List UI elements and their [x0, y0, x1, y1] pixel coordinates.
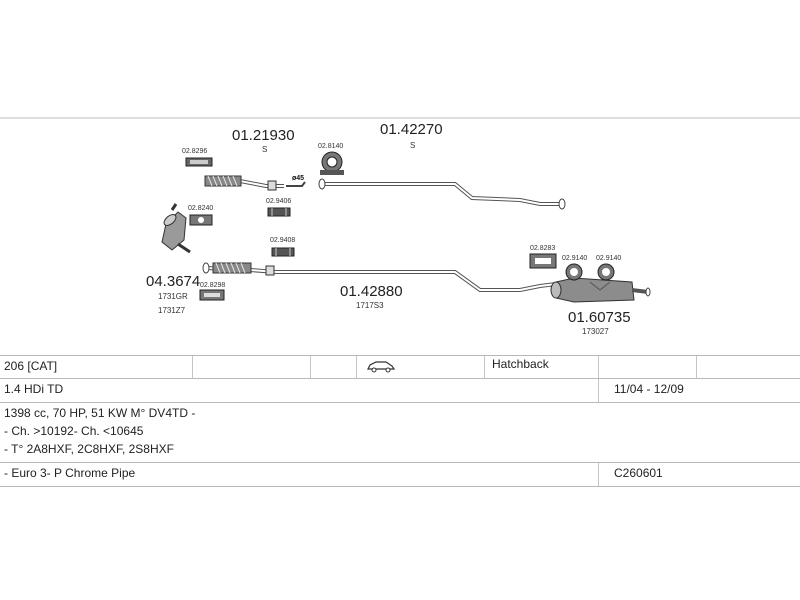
part-number[interactable]: 04.3674	[146, 273, 200, 290]
table-column-divider	[696, 356, 697, 378]
table-column-divider	[192, 356, 193, 378]
fitting-bolt-icon[interactable]	[271, 247, 295, 257]
diameter-label: ø45	[292, 175, 304, 182]
table-divider	[0, 378, 800, 379]
part-sub-label: S	[262, 145, 267, 154]
fitting-number: 02.8298	[200, 282, 225, 289]
fitting-number: 02.8240	[188, 205, 213, 212]
fitting-gasket-icon[interactable]	[189, 214, 213, 226]
front-pipe-lower[interactable]	[202, 262, 557, 292]
fitting-clamp-icon[interactable]	[199, 289, 225, 301]
fitting-number: 02.9408	[270, 237, 295, 244]
table-divider	[0, 402, 800, 403]
part-sub-label: 1731Z7	[158, 306, 186, 315]
fitting-number: 02.9406	[266, 198, 291, 205]
front-pipe-upper[interactable]	[204, 175, 284, 191]
years-cell: 11/04 - 12/09	[614, 382, 684, 396]
type-codes-cell: - T° 2A8HXF, 2C8HXF, 2S8HXF	[4, 442, 174, 456]
middle-pipe-upper[interactable]	[318, 178, 566, 210]
table-column-divider	[484, 356, 485, 378]
part-number[interactable]: 01.21930	[232, 127, 295, 144]
part-sub-label: S	[410, 141, 415, 150]
table-column-divider	[356, 356, 357, 378]
table-divider	[0, 462, 800, 463]
notes-cell: - Euro 3- P Chrome Pipe	[4, 466, 136, 480]
table-divider	[0, 355, 800, 356]
table-column-divider	[598, 356, 599, 378]
fitting-hanger-icon[interactable]	[565, 263, 583, 281]
joint-connector	[286, 181, 306, 187]
body-type-cell: Hatchback	[492, 357, 549, 371]
fitting-number: 02.8296	[182, 148, 207, 155]
car-body-icon	[366, 359, 396, 378]
fitting-hanger-icon[interactable]	[320, 151, 344, 175]
table-column-divider	[310, 356, 311, 378]
chassis-cell: - Ch. >10192- Ch. <10645	[4, 424, 144, 438]
part-sub-label: 173027	[582, 327, 609, 336]
part-sub-label: 1717S3	[356, 301, 384, 310]
fitting-number: 02.9140	[596, 255, 621, 262]
model-cell: 206 [CAT]	[4, 359, 58, 373]
part-number[interactable]: 01.60735	[568, 309, 631, 326]
spec-cell: 1398 cc, 70 HP, 51 KW M° DV4TD -	[4, 406, 196, 420]
fitting-clamp-icon[interactable]	[185, 157, 213, 167]
part-number[interactable]: 01.42880	[340, 283, 403, 300]
fitting-number: 02.8283	[530, 245, 555, 252]
catalytic-converter[interactable]	[161, 203, 191, 254]
fitting-hanger-icon[interactable]	[597, 263, 615, 281]
fitting-bolt-icon[interactable]	[267, 207, 291, 217]
part-sub-label: 1731GR	[158, 292, 188, 301]
fitting-number: 02.8140	[318, 143, 343, 150]
part-number[interactable]: 01.42270	[380, 121, 443, 138]
table-column-divider	[598, 379, 599, 402]
rear-silencer[interactable]	[550, 277, 651, 303]
fitting-number: 02.9140	[562, 255, 587, 262]
code-cell: C260601	[614, 466, 663, 480]
fitting-hanger-icon[interactable]	[529, 253, 557, 269]
table-column-divider	[598, 463, 599, 486]
engine-cell: 1.4 HDi TD	[4, 382, 64, 396]
table-divider	[0, 486, 800, 487]
